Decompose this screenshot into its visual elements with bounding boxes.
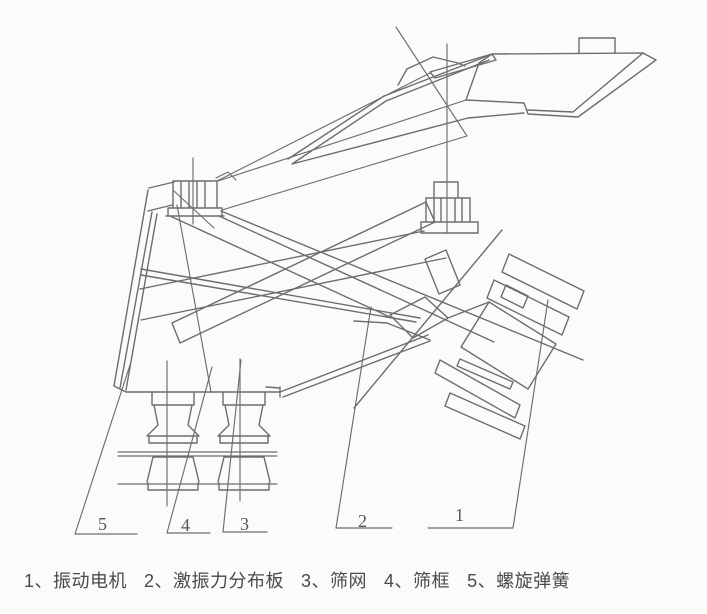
left-bracket xyxy=(165,157,237,229)
right-bracket-body xyxy=(420,181,479,234)
callout-number-2: 2 xyxy=(358,511,367,531)
top-plate-outline xyxy=(465,37,657,118)
spring-left xyxy=(146,391,200,491)
callout-underlines xyxy=(74,527,514,535)
legend-item-4: 4、筛框 xyxy=(384,571,451,591)
callout-number-4: 4 xyxy=(181,515,190,535)
figure-legend: 1、振动电机 2、激振力分布板 3、筛网 4、筛框 5、螺旋弹簧 xyxy=(24,567,694,593)
callout-number-5: 5 xyxy=(98,514,107,534)
vibrating-screen-line-drawing: 5 4 3 2 1 xyxy=(74,26,657,535)
spring-tie-rods xyxy=(117,358,278,507)
distribution-plate xyxy=(171,201,436,344)
callouts: 5 4 3 2 1 xyxy=(74,299,549,535)
cross-braces xyxy=(139,210,584,409)
legend-item-5: 5、螺旋弹簧 xyxy=(467,571,571,591)
callout-number-3: 3 xyxy=(240,514,249,534)
motor-mount-plates xyxy=(389,249,490,339)
leader-lines xyxy=(74,299,549,535)
bottom-beam xyxy=(265,334,431,398)
right-bracket xyxy=(420,181,479,234)
brace-lines xyxy=(139,210,584,409)
legend-item-3: 3、筛网 xyxy=(301,571,368,591)
callout-number-1: 1 xyxy=(455,505,464,525)
spring-right xyxy=(217,391,271,491)
top-plate-edge-strip xyxy=(429,53,497,79)
cover-plate-edges xyxy=(287,54,525,165)
vibration-motor xyxy=(389,249,585,440)
hanging-lines xyxy=(216,26,468,234)
legend-item-2: 2、激振力分布板 xyxy=(144,571,285,591)
motor-body xyxy=(460,301,557,390)
motor-lower-flanges xyxy=(434,358,526,440)
mount-bump xyxy=(397,56,466,86)
motor-upper-flanges xyxy=(486,253,585,336)
legend-item-1: 1、振动电机 xyxy=(24,571,128,591)
bottom-beam-lines xyxy=(265,334,431,398)
distribution-plate-outline xyxy=(171,201,436,344)
coil-springs xyxy=(117,358,278,507)
screen-frame-panel xyxy=(113,181,281,393)
left-bracket-centerline xyxy=(173,157,237,229)
suspension-lines xyxy=(216,26,468,234)
top-feed-plate xyxy=(429,37,657,118)
screen-cover-plate xyxy=(287,54,525,165)
frame-edges xyxy=(113,181,281,393)
frame-inner-diagonal xyxy=(176,204,212,393)
left-bracket-body xyxy=(165,180,225,217)
